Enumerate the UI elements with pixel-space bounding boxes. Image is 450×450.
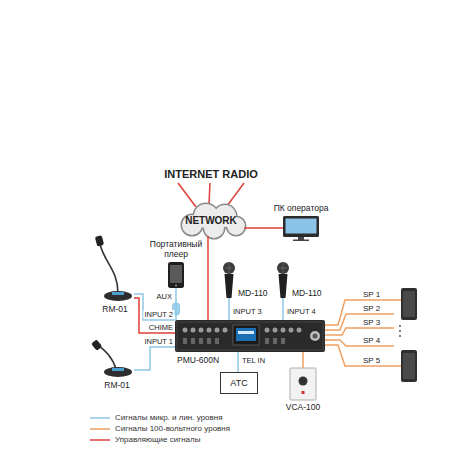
device-label: Портативный плеер <box>145 239 207 259</box>
signal-wire <box>175 288 177 320</box>
monitor-icon <box>283 216 319 241</box>
legend-entry: Управляющие сигналы <box>90 434 200 445</box>
speaker-label: SP 1 <box>362 290 381 299</box>
feed-line <box>178 183 196 207</box>
legend-entry: Сигналы 100-вольтного уровня <box>90 423 230 434</box>
signal-wire <box>282 298 284 320</box>
device-label: VCA-100 <box>286 402 321 412</box>
input-label: CHIME <box>148 323 174 332</box>
network-cloud: NETWORK <box>178 206 244 236</box>
cloud-shape <box>182 204 245 238</box>
signal-wire <box>134 347 175 370</box>
speaker-lines <box>325 300 401 366</box>
device-label: RM-01 <box>102 304 128 314</box>
feed-line <box>209 183 210 204</box>
speaker-label: SP 4 <box>362 336 381 345</box>
device-label: АТС <box>230 377 247 389</box>
input-label: TEL IN <box>241 356 266 365</box>
device-label: MD-110 <box>238 288 268 298</box>
input-label: INPUT 1 <box>143 337 174 346</box>
device-label: ПК оператора <box>274 203 329 213</box>
handheld-mic <box>277 262 289 298</box>
legend-line <box>90 426 110 432</box>
input-label: AUX <box>156 292 173 301</box>
telephone-exchange: АТС <box>220 372 258 394</box>
legend-entry: Сигналы микр. и лин. уровня <box>90 412 223 423</box>
player-icon <box>168 262 184 288</box>
speaker-icon <box>401 288 417 320</box>
signal-wire <box>228 298 230 320</box>
amplifier-unit <box>175 320 325 352</box>
legend-text: Управляющие сигналы <box>115 435 200 445</box>
input-label: INPUT 4 <box>286 307 317 316</box>
paging-mic: RM-01 <box>96 238 134 302</box>
network-lines <box>178 183 244 207</box>
device-label: PMU-600N <box>177 355 219 365</box>
paging-mic <box>91 339 132 377</box>
operator-pc: ПК оператора <box>283 216 319 240</box>
paging-mic: RM-01 <box>100 340 134 378</box>
speaker-icon <box>401 350 417 382</box>
legend-line <box>90 415 110 421</box>
signal-wire <box>207 236 209 320</box>
section-title: INTERNET RADIO <box>163 168 259 181</box>
handheld-mic: MD-110 <box>276 262 290 298</box>
signal-wire <box>237 352 239 372</box>
volume-control: VCA-100 <box>290 368 316 400</box>
portable-player: Портативный плеер <box>168 262 184 288</box>
signal-wire <box>134 298 175 333</box>
speaker-label: SP 2 <box>362 304 381 313</box>
legend-line <box>90 437 110 443</box>
handheld-mic <box>223 262 235 298</box>
device-label: RM-01 <box>104 380 130 390</box>
input-label: INPUT 3 <box>232 307 263 316</box>
ellipsis-dots <box>399 325 401 337</box>
signal-wire <box>302 352 304 368</box>
speaker-label: SP 5 <box>362 356 381 365</box>
device-label: MD-110 <box>292 288 322 298</box>
device-label: NETWORK <box>185 215 237 227</box>
speaker-line <box>325 345 401 366</box>
volume-control <box>290 368 316 400</box>
speaker-line <box>325 328 394 335</box>
paging-mic <box>95 235 132 301</box>
input-label: INPUT 2 <box>143 310 174 319</box>
signal-wire <box>244 227 283 229</box>
legend-text: Сигналы микр. и лин. уровня <box>115 413 223 423</box>
feed-line <box>227 183 244 206</box>
handheld-mic: MD-110 <box>222 262 236 298</box>
legend-text: Сигналы 100-вольтного уровня <box>115 424 230 434</box>
amplifier: PMU-600N <box>175 320 325 352</box>
speaker-label: SP 3 <box>362 318 381 327</box>
